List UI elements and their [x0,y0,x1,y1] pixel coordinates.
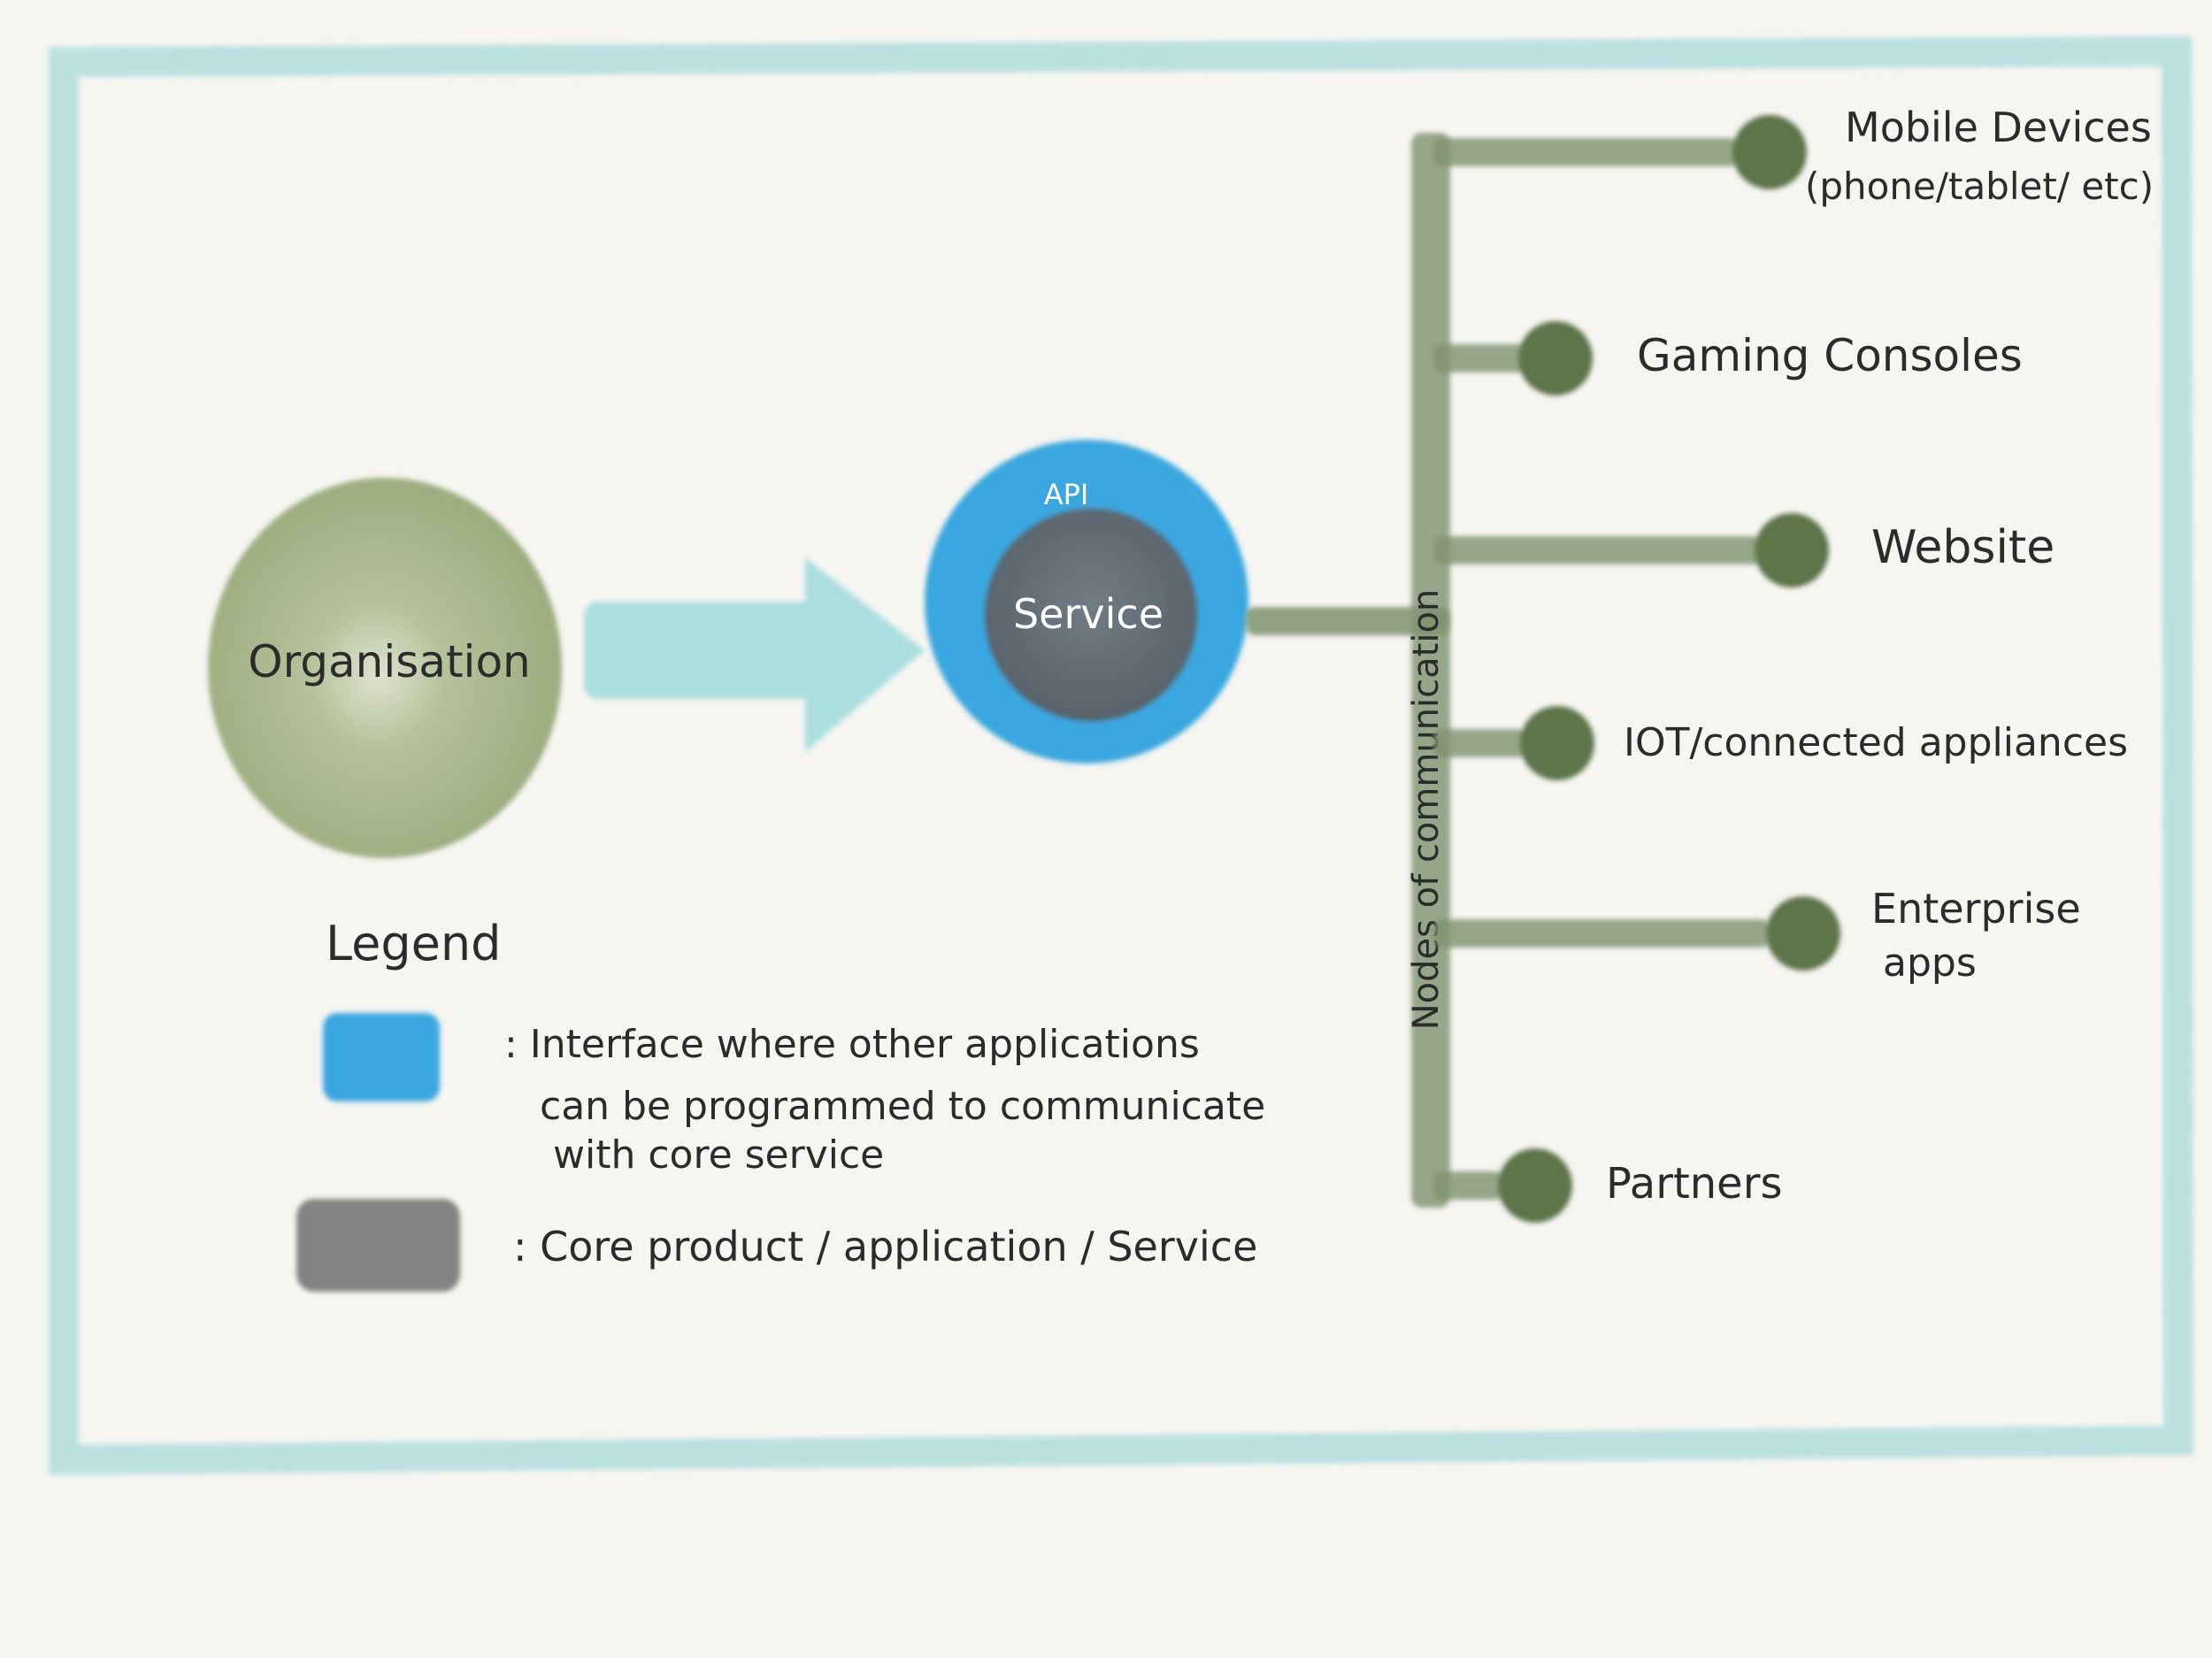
node-connector-line [1433,1171,1504,1200]
node-6: Partners [1433,1148,1782,1223]
node-connector-line [1433,919,1770,948]
legend-api-line-1: : Interface where other applications [504,1022,1200,1067]
legend-api-line-3: with core service [553,1132,884,1178]
node-connector-line [1433,344,1526,372]
arrow-to-api [584,557,925,752]
communication-nodes: Mobile Devices (phone/tablet/ etc) Gaming … [1433,104,2154,1223]
node-1: Mobile Devices (phone/tablet/ etc) [1433,104,2154,208]
organisation-circle [208,478,562,858]
service-connector [1246,607,1449,635]
bus-label: Nodes of communication [1406,589,1447,1031]
organisation-label: Organisation [248,636,530,687]
service-label: Service [1013,590,1164,638]
node-label: Partners [1606,1159,1782,1209]
legend-api-line-2: can be programmed to communicate [540,1084,1265,1129]
legend-api-swatch [323,1013,440,1101]
node-label: Website [1871,521,2055,574]
node-connector-line [1433,536,1761,564]
node-5: Enterprise apps [1433,885,2081,986]
node-dot [1518,321,1593,395]
legend-title: Legend [326,916,501,971]
node-2: Gaming Consoles [1433,321,2023,395]
api-label: API [1044,478,1089,511]
node-sublabel: apps [1883,940,1977,986]
service-core [985,509,1197,721]
legend-core-swatch [296,1199,460,1292]
frame-border [49,35,2194,1476]
node-dot [1498,1148,1572,1223]
node-label: Enterprise [1871,885,2081,933]
node-dot [1766,896,1840,971]
node-dot [1520,706,1594,780]
node-label: Mobile Devices [1845,104,2152,151]
node-3: Website [1433,513,2055,587]
node-sublabel: (phone/tablet/ etc) [1805,165,2154,208]
legend-core-line-1: : Core product / application / Service [513,1223,1257,1270]
node-connector-line [1433,729,1526,757]
node-label: IOT/connected appliances [1624,720,2128,765]
node-dot [1732,115,1807,189]
legend-descriptions: : Interface where other applications can… [504,1022,1265,1270]
node-dot [1755,513,1829,587]
node-4: IOT/connected appliances [1433,706,2128,780]
node-label: Gaming Consoles [1637,330,2023,381]
node-connector-line [1433,138,1739,166]
